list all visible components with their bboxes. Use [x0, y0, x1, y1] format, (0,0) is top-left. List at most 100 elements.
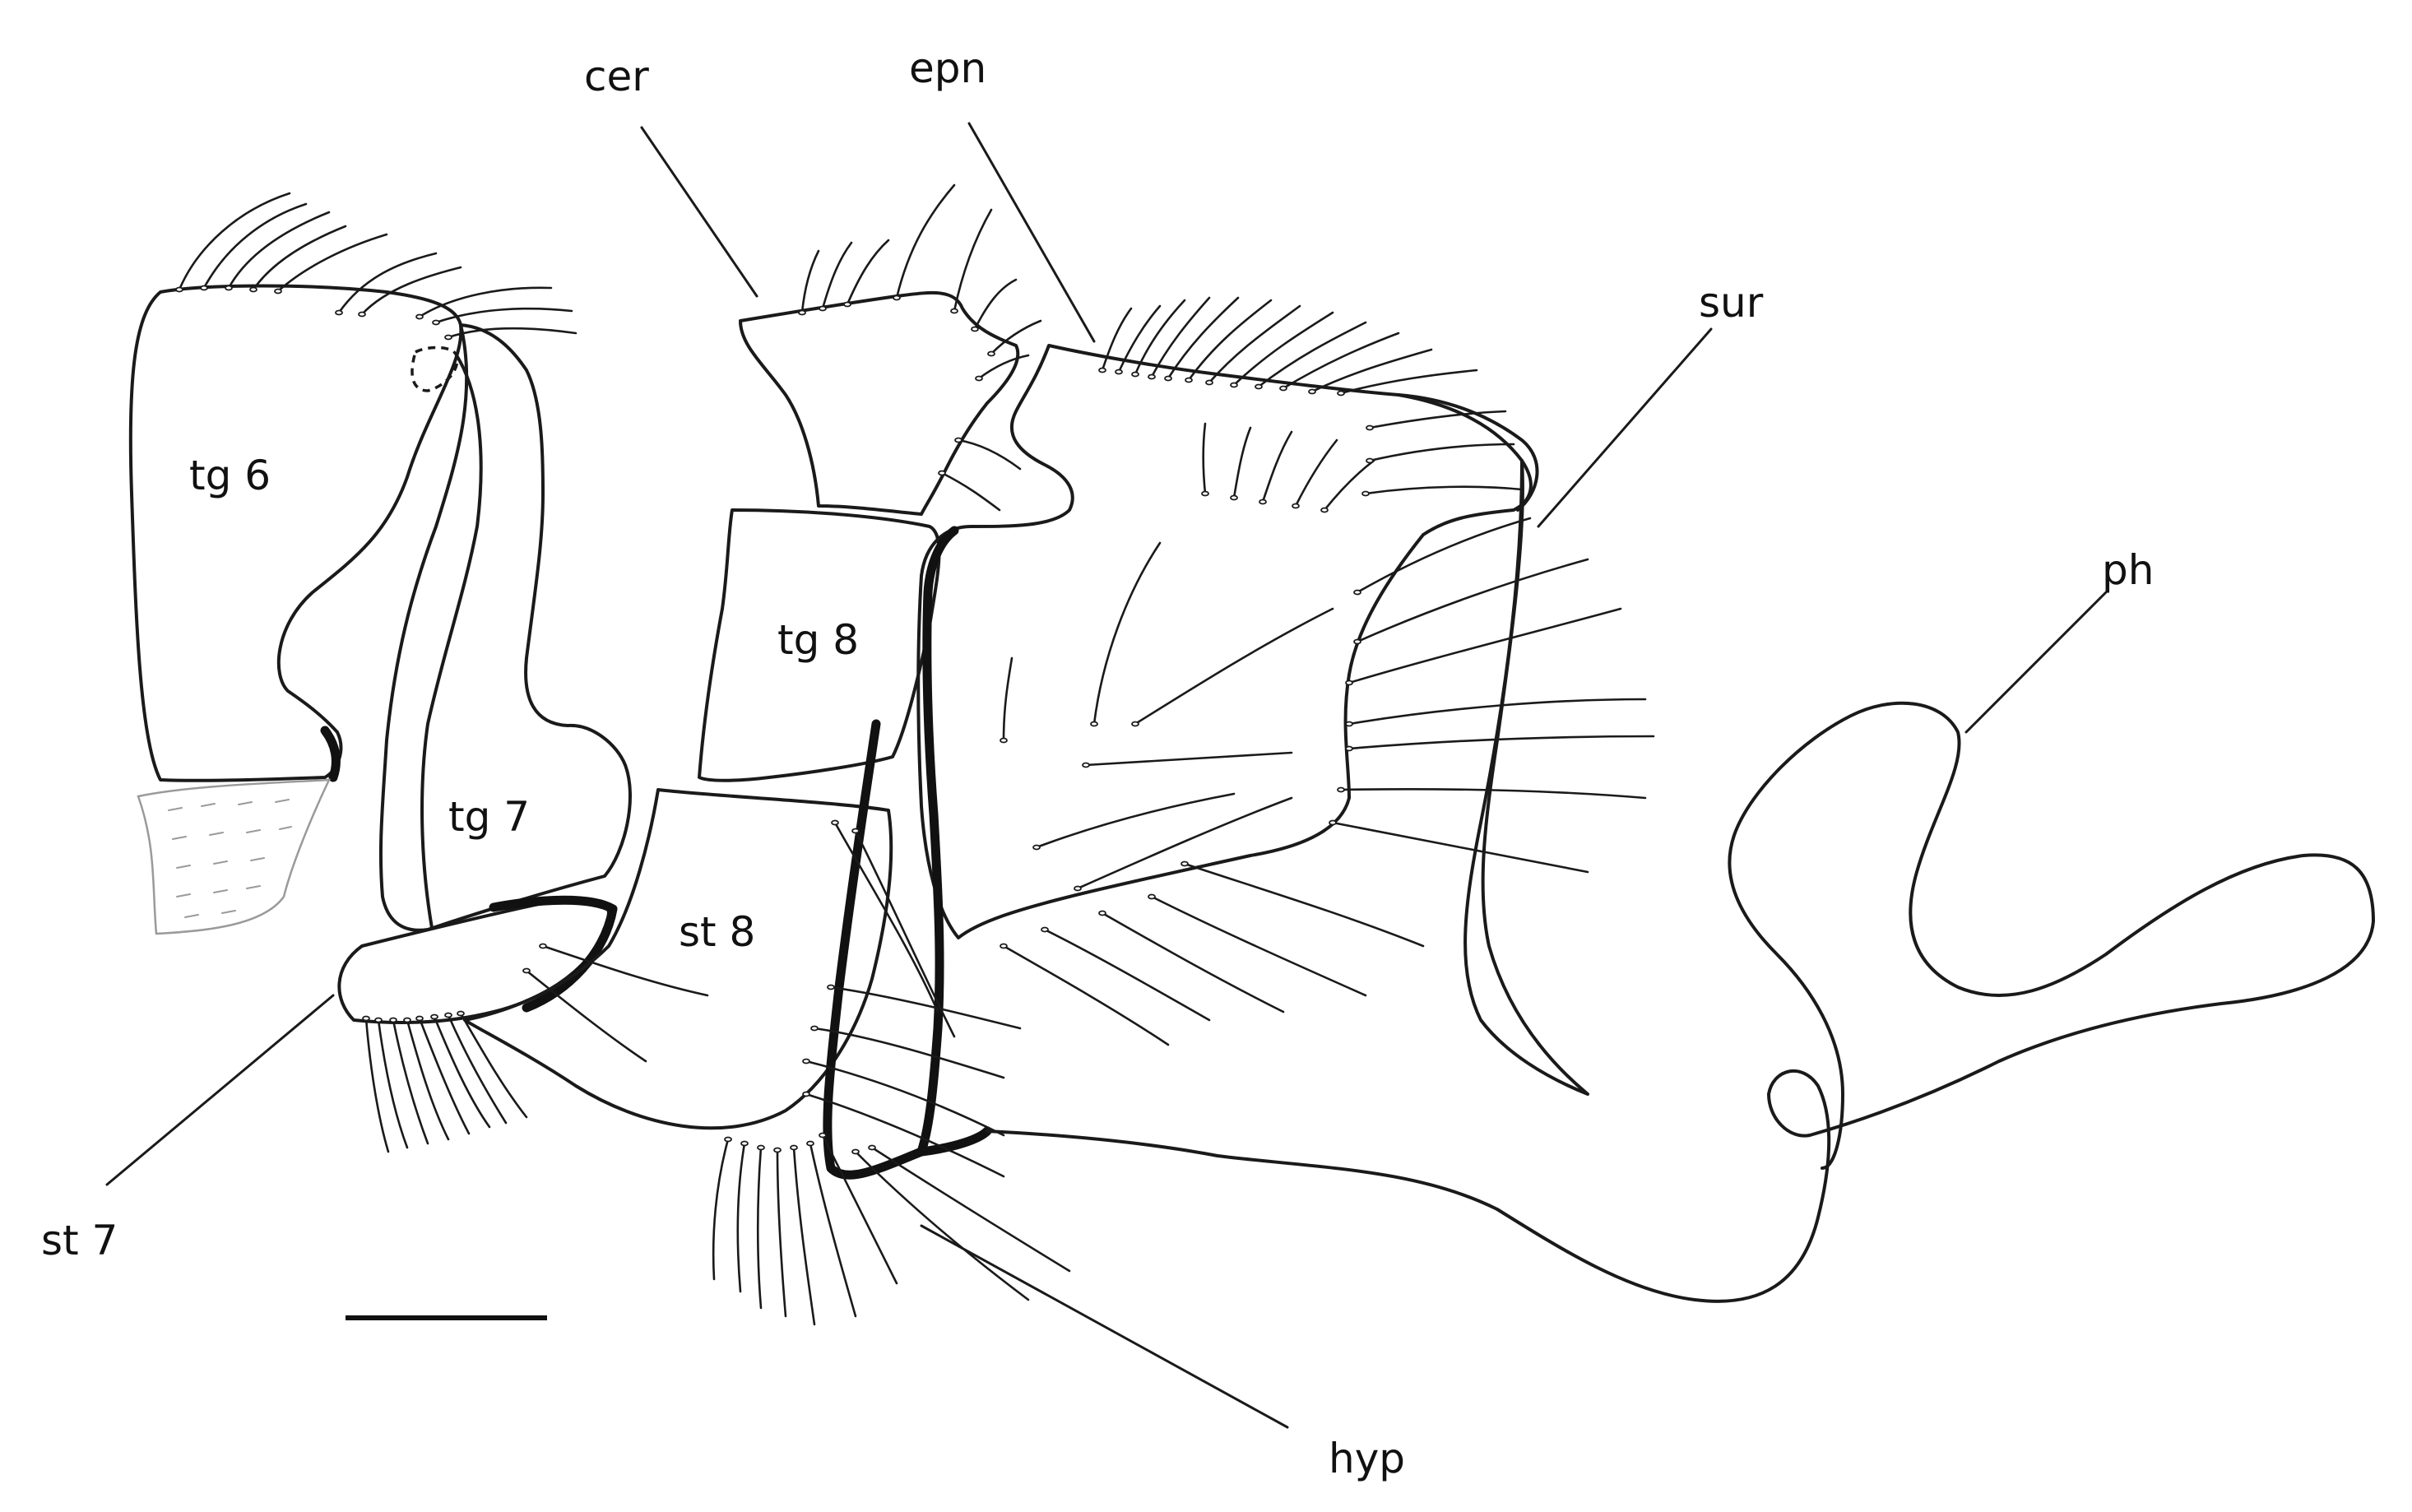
tergite-8	[698, 508, 941, 782]
label-epn: epn	[909, 44, 986, 92]
setal-socket	[1000, 737, 1008, 744]
setal-socket	[1230, 494, 1238, 501]
setal-socket	[225, 285, 233, 291]
setal-socket	[851, 828, 860, 834]
setal-socket	[819, 1132, 827, 1139]
leader-ph	[1964, 591, 2108, 734]
setal-sockets	[175, 285, 1374, 1155]
setal-socket	[1292, 503, 1300, 509]
setal-socket	[1185, 377, 1193, 383]
cercus	[739, 290, 1020, 516]
leader-st7	[105, 994, 335, 1186]
leader-sur	[1537, 327, 1713, 528]
setal-socket	[1361, 490, 1370, 497]
setal-socket	[757, 1144, 765, 1151]
setal-socket	[200, 285, 208, 291]
setal-socket	[1345, 721, 1353, 727]
setal-socket	[950, 308, 958, 314]
setal-socket	[403, 1017, 411, 1023]
setal-socket	[1345, 679, 1353, 686]
setal-socket	[1205, 379, 1213, 386]
setal-socket	[987, 350, 995, 357]
setal-socket	[1353, 638, 1361, 645]
setal-socket	[724, 1136, 732, 1143]
tergite-6-setae	[178, 192, 577, 339]
setal-socket	[249, 286, 257, 293]
setal-socket	[1337, 786, 1345, 793]
setal-socket	[843, 301, 851, 308]
setal-socket	[1279, 385, 1287, 392]
setal-socket	[954, 437, 962, 443]
setal-socket	[1345, 745, 1353, 752]
setal-socket	[1148, 373, 1156, 380]
tergite-6	[128, 284, 463, 782]
setal-socket	[1000, 943, 1008, 949]
setal-socket	[457, 1010, 465, 1017]
sternite-8	[463, 788, 893, 1130]
setal-socket	[1082, 762, 1090, 768]
label-hyp: hyp	[1329, 1435, 1405, 1482]
labels: tg 6 tg 7 tg 8 st 7 st 8 cer epn sur ph …	[41, 44, 2154, 1482]
leader-epn	[967, 122, 1096, 343]
setal-socket	[1353, 589, 1361, 596]
label-st7: st 7	[41, 1217, 118, 1264]
label-cer: cer	[584, 53, 649, 100]
setal-socket	[374, 1017, 383, 1023]
setal-socket	[868, 1144, 876, 1151]
setal-socket	[802, 1058, 810, 1064]
setal-socket	[362, 1015, 370, 1022]
label-tg8: tg 8	[777, 616, 859, 664]
epandrium-setae	[1002, 296, 1655, 890]
setal-socket	[893, 295, 901, 301]
setal-socket	[1259, 499, 1267, 505]
label-tg6: tg 6	[189, 452, 271, 499]
setal-socket	[1032, 844, 1041, 851]
setal-socket	[1090, 721, 1098, 727]
setal-socket	[358, 311, 366, 318]
phallus	[986, 701, 2375, 1303]
setal-socket	[432, 319, 440, 326]
setal-socket	[810, 1025, 819, 1032]
label-st8: st 8	[679, 908, 755, 956]
setal-socket	[851, 1148, 860, 1155]
sternite-7-setae	[364, 944, 709, 1153]
label-ph: ph	[2102, 546, 2154, 594]
setal-socket	[1148, 893, 1156, 900]
label-sur: sur	[1699, 279, 1764, 327]
setal-socket	[175, 286, 183, 293]
setal-socket	[1041, 926, 1049, 933]
leader-lines	[105, 122, 2108, 1429]
setal-socket	[1164, 375, 1172, 382]
setal-socket	[389, 1017, 397, 1023]
setal-socket	[1366, 457, 1374, 464]
setal-socket	[1329, 819, 1337, 826]
setal-socket	[740, 1140, 749, 1147]
leader-hyp	[920, 1224, 1289, 1429]
setal-socket	[773, 1147, 782, 1153]
setal-socket	[802, 1091, 810, 1097]
setal-socket	[522, 967, 531, 974]
membrane-patch	[137, 778, 332, 935]
setal-socket	[1098, 367, 1106, 373]
setal-socket	[1255, 383, 1263, 390]
setal-socket	[415, 1015, 424, 1022]
setal-socket	[831, 819, 839, 826]
setal-socket	[335, 309, 343, 316]
setal-socket	[1337, 390, 1345, 397]
setal-socket	[1230, 382, 1238, 388]
setal-socket	[539, 943, 547, 949]
setal-socket	[1131, 371, 1139, 378]
setal-socket	[1115, 369, 1123, 375]
setal-socket	[444, 334, 452, 341]
lower-setae	[712, 821, 1425, 1326]
setal-socket	[1098, 910, 1106, 916]
setal-socket	[1180, 860, 1189, 867]
surstylus	[1397, 393, 1589, 1096]
setal-socket	[798, 309, 806, 316]
setal-socket	[971, 326, 979, 332]
sternite-7	[337, 895, 618, 1024]
setal-socket	[827, 984, 835, 990]
setal-socket	[1131, 721, 1139, 727]
setal-socket	[430, 1013, 438, 1020]
